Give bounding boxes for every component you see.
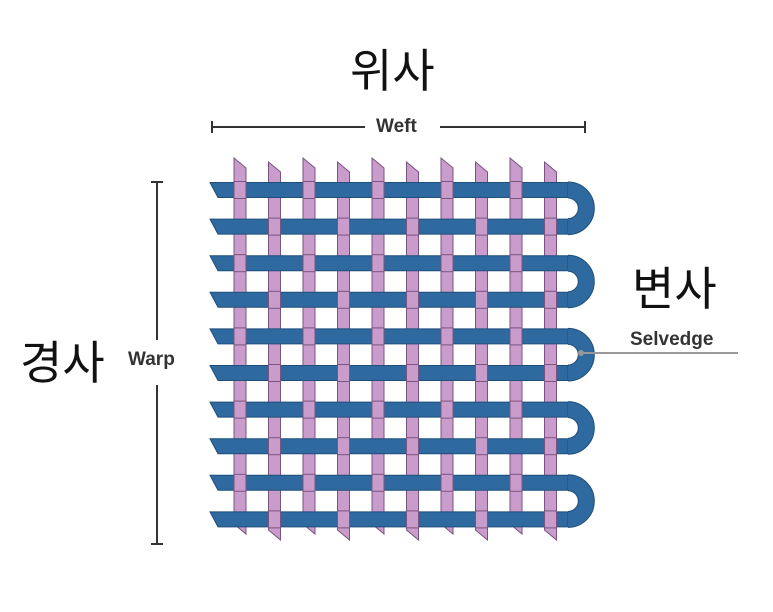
warp-crossing — [233, 400, 247, 419]
weft-threads — [209, 181, 595, 528]
warp-crossing — [337, 217, 350, 236]
warp-korean-label: 경사 — [20, 336, 105, 390]
warp-crossing — [337, 437, 350, 456]
warp-crossing — [268, 364, 281, 382]
warp-crossing — [509, 254, 523, 273]
warp-crossing — [337, 364, 350, 382]
weft-thread — [209, 511, 569, 528]
warp-crossing — [544, 364, 557, 382]
warp-crossing — [509, 473, 523, 492]
warp-crossing — [302, 181, 316, 199]
warp-crossing — [440, 473, 454, 492]
selvedge-english-label: Selvedge — [630, 329, 714, 350]
warp-crossing — [475, 217, 488, 236]
warp-crossing — [233, 181, 247, 199]
warp-crossing — [233, 254, 247, 273]
warp-crossing — [268, 217, 281, 236]
warp-crossings — [233, 181, 557, 529]
warp-crossing — [302, 327, 316, 346]
warp-crossing — [371, 400, 385, 419]
warp-english-label: Warp — [128, 349, 175, 370]
warp-crossing — [440, 400, 454, 419]
weft-thread — [209, 218, 569, 235]
selvedge-loop — [567, 328, 594, 381]
warp-crossing — [406, 437, 419, 456]
dimension-lines — [151, 121, 586, 545]
warp-crossing — [268, 437, 281, 456]
warp-crossing — [233, 473, 247, 492]
weft-thread — [209, 291, 569, 308]
warp-crossing — [509, 327, 523, 346]
warp-crossing — [475, 290, 488, 309]
selvedge-korean-label: 변사 — [632, 262, 717, 316]
weft-thread — [209, 438, 569, 455]
warp-crossing — [406, 217, 419, 236]
selvedge-loop — [567, 182, 594, 235]
warp-crossing — [268, 290, 281, 309]
warp-crossing — [440, 327, 454, 346]
warp-crossing — [440, 181, 454, 199]
weft-korean-label: 위사 — [350, 44, 435, 98]
warp-crossing — [337, 510, 350, 529]
warp-crossing — [544, 437, 557, 456]
warp-crossing — [475, 364, 488, 382]
warp-crossing — [475, 510, 488, 529]
warp-crossing — [302, 473, 316, 492]
warp-crossing — [371, 327, 385, 346]
warp-crossing — [371, 254, 385, 273]
selvedge-loop — [567, 475, 594, 527]
warp-crossing — [544, 217, 557, 236]
warp-crossing — [406, 510, 419, 529]
warp-crossing — [302, 254, 316, 273]
selvedge-pointer — [578, 350, 738, 356]
warp-crossing — [302, 400, 316, 419]
warp-crossing — [406, 364, 419, 382]
warp-crossing — [509, 400, 523, 419]
warp-crossing — [268, 510, 281, 529]
warp-crossing — [440, 254, 454, 273]
warp-crossing — [509, 181, 523, 199]
warp-crossing — [337, 290, 350, 309]
warp-crossing — [371, 181, 385, 199]
warp-crossing — [544, 510, 557, 529]
selvedge-pointer-dot — [578, 350, 584, 356]
warp-crossing — [544, 290, 557, 309]
warp-crossing — [233, 327, 247, 346]
selvedge-loop — [567, 402, 594, 454]
warp-crossing — [406, 290, 419, 309]
warp-crossing — [371, 473, 385, 492]
warp-crossing — [475, 437, 488, 456]
weft-thread — [209, 365, 569, 381]
selvedge-loop — [567, 255, 594, 308]
weft-english-label: Weft — [376, 116, 417, 137]
